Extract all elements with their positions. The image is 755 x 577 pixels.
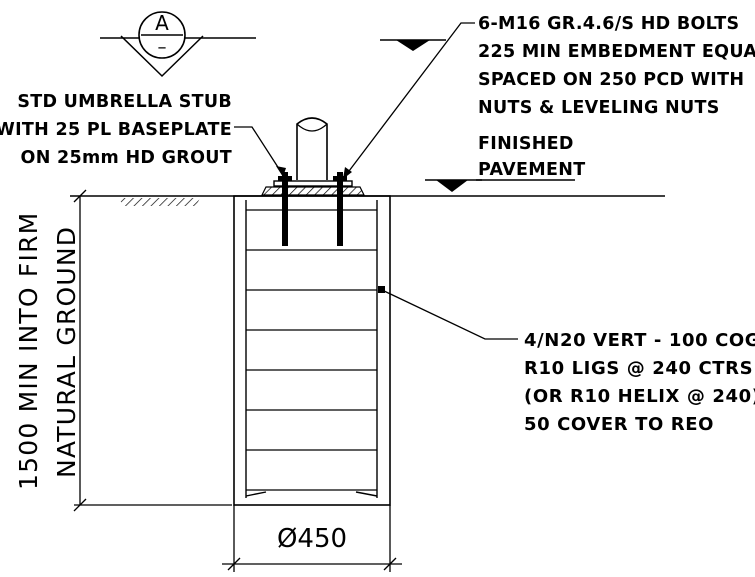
bolt-note: 6-M16 GR.4.6/S HD BOLTS 225 MIN EMBEDMEN… <box>478 14 755 118</box>
hd-bolt-left <box>282 172 288 246</box>
depth-dimension <box>73 189 232 512</box>
umbrella-stub-assembly <box>261 117 365 246</box>
grout-pad <box>261 186 365 196</box>
natural-ground-hatch <box>118 198 200 206</box>
reo-note-line-4: 50 COVER TO REO <box>524 414 714 435</box>
depth-dimension-label-2: NATURAL GROUND <box>52 226 81 478</box>
pavement-note: FINISHED PAVEMENT <box>478 134 585 180</box>
bolt-nut-right <box>333 176 347 181</box>
section-marker-mark: – <box>158 37 167 58</box>
section-marker-arrow <box>120 35 204 78</box>
bolt-note-line-1: 6-M16 GR.4.6/S HD BOLTS <box>478 14 739 34</box>
reinforcement-note: 4/N20 VERT - 100 COG R10 LIGS @ 240 CTRS… <box>524 330 755 435</box>
pier-outline <box>233 195 391 506</box>
baseplate <box>273 180 353 187</box>
level-triangle-icon <box>396 40 430 51</box>
stub-note: STD UMBRELLA STUB WITH 25 PL BASEPLATE O… <box>0 92 232 168</box>
reo-note-line-1: 4/N20 VERT - 100 COG <box>524 330 755 351</box>
pavement-level-marker <box>425 179 575 192</box>
cog-right <box>355 491 378 497</box>
stub-note-leader <box>234 126 284 176</box>
bolt-note-leader <box>345 22 475 176</box>
cog-left <box>245 491 267 497</box>
depth-dimension-label-1: 1500 MIN INTO FIRM <box>14 212 43 490</box>
stub-note-line-1: STD UMBRELLA STUB <box>17 92 232 112</box>
stub-note-line-3: ON 25mm HD GROUT <box>21 148 232 168</box>
ground-line <box>70 195 665 206</box>
leader-lines <box>234 22 518 340</box>
top-level-marker <box>380 39 446 51</box>
section-marker-letter: A <box>155 11 169 35</box>
bolt-note-line-3: SPACED ON 250 PCD WITH <box>478 70 744 90</box>
ligatures <box>246 209 377 491</box>
reo-note-line-2: R10 LIGS @ 240 CTRS <box>524 358 753 379</box>
stub-note-line-2: WITH 25 PL BASEPLATE <box>0 120 232 140</box>
diameter-label: Ø450 <box>277 524 347 554</box>
bolt-note-line-2: 225 MIN EMBEDMENT EQUALLY <box>478 42 755 62</box>
section-marker: A – <box>100 11 256 78</box>
hd-bolt-right <box>337 172 343 246</box>
concrete-pier <box>233 195 391 506</box>
reo-note-leader <box>381 289 518 340</box>
pavement-level-triangle-icon <box>436 180 468 192</box>
reo-note-line-3: (OR R10 HELIX @ 240) <box>524 386 755 407</box>
diameter-dimension <box>222 505 402 572</box>
bolt-note-line-4: NUTS & LEVELING NUTS <box>478 98 720 118</box>
bolt-nut-left <box>278 176 292 181</box>
pavement-note-line-2: PAVEMENT <box>478 160 585 180</box>
pavement-note-line-1: FINISHED <box>478 134 574 154</box>
